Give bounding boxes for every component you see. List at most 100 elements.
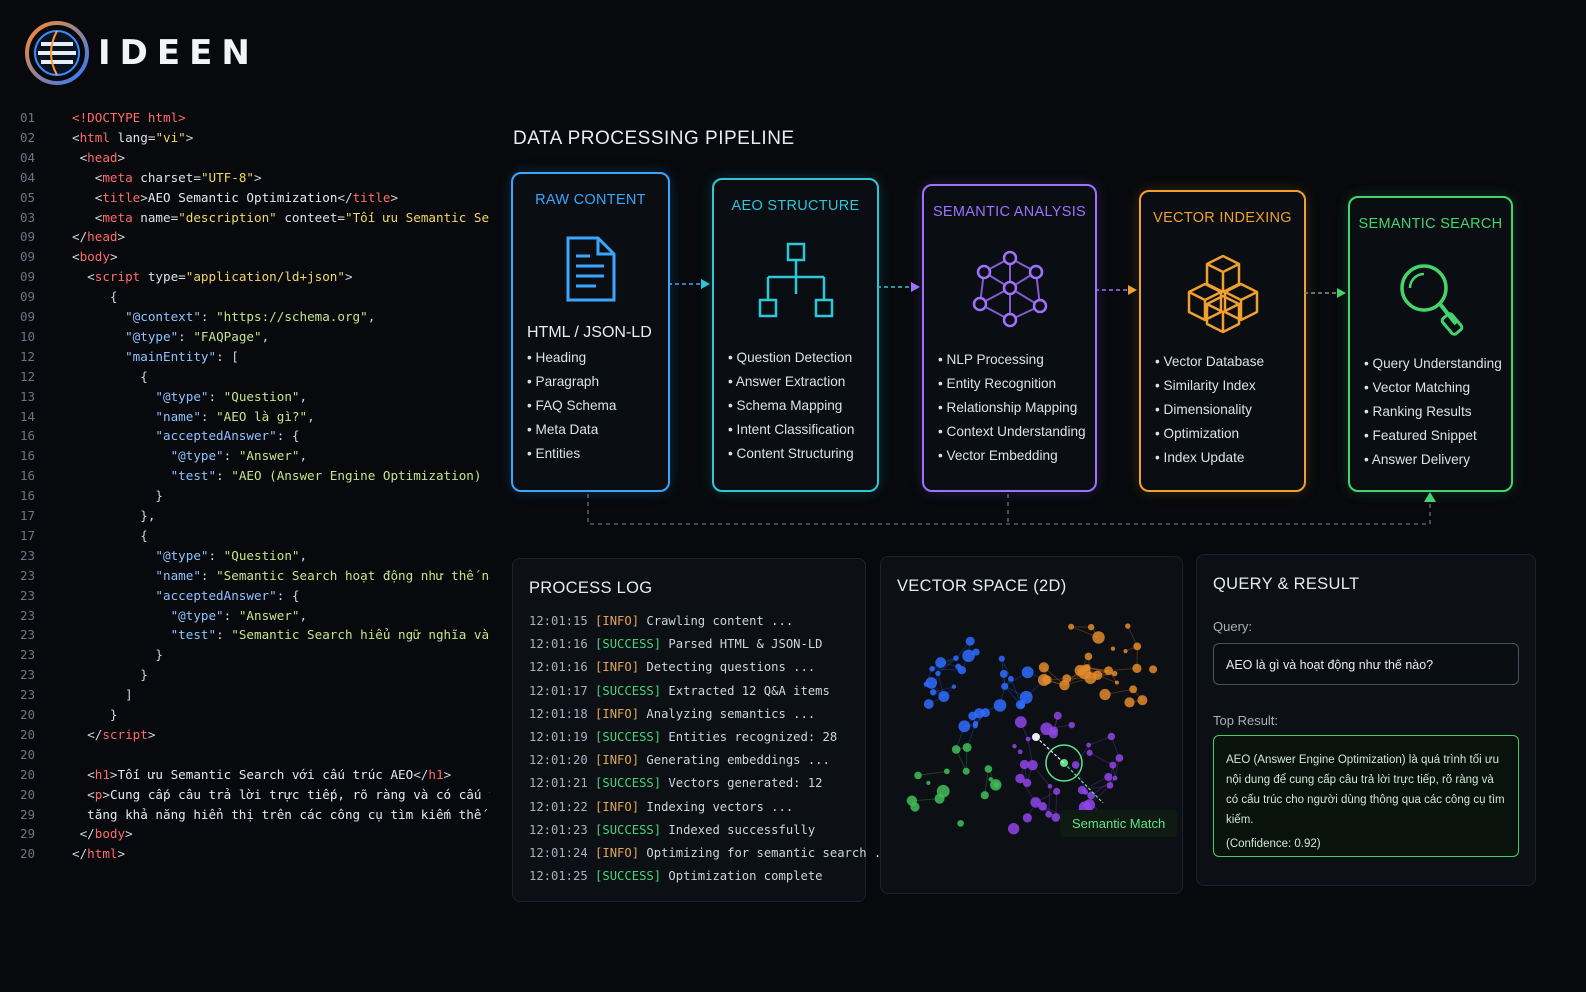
- log-time: 12:01:19: [529, 730, 588, 744]
- top-result-box: AEO (Answer Engine Optimization) là quá …: [1213, 735, 1519, 857]
- code-token: },: [72, 508, 156, 523]
- code-token: ,: [299, 388, 308, 404]
- log-message: Indexing vectors ...: [639, 799, 794, 814]
- code-token: >: [117, 846, 126, 862]
- line-number: 09: [20, 249, 36, 265]
- vector-point: [1053, 787, 1061, 795]
- vector-space-panel: VECTOR SPACE (2D): [880, 556, 1183, 894]
- pipeline-stage-search[interactable]: SEMANTIC SEARCHQuery UnderstandingVector…: [1348, 196, 1513, 492]
- code-line: 17 {: [20, 526, 490, 546]
- pipeline-stage-aeo[interactable]: AEO STRUCTUREQuestion DetectionAnswer Ex…: [712, 178, 879, 492]
- vector-point: [1109, 761, 1117, 769]
- vector-edge: [1081, 776, 1109, 791]
- stage-feature-item: Intent Classification: [728, 418, 855, 442]
- code-line: 09 "@context": "https://schema.org",: [20, 307, 490, 327]
- stage-features: Query UnderstandingVector MatchingRankin…: [1364, 352, 1502, 472]
- line-number: 16: [20, 448, 36, 464]
- code-token: "name": [72, 408, 201, 424]
- code-token: "description": [178, 209, 277, 225]
- code-token: script: [102, 726, 148, 742]
- code-token: {: [72, 527, 148, 543]
- log-time: 12:01:24: [529, 846, 588, 860]
- query-input[interactable]: AEO là gì và hoạt động như thế nào?: [1213, 643, 1519, 685]
- code-token: "@context": [72, 309, 201, 324]
- log-time: 12:01:16: [529, 637, 588, 652]
- line-number: 20: [20, 846, 36, 862]
- stage-features: Question DetectionAnswer ExtractionSchem…: [728, 346, 855, 466]
- code-editor[interactable]: 01<!DOCTYPE html>02<html lang="vi">04 <h…: [20, 100, 495, 900]
- line-number: 23: [20, 667, 36, 683]
- stage-feature-item: Dimensionality: [1155, 398, 1264, 422]
- vector-space-title: VECTOR SPACE (2D): [897, 577, 1067, 595]
- code-token: }: [72, 707, 118, 722]
- vector-point: [1030, 797, 1042, 808]
- log-entry: 12:01:24 [INFO] Optimizing for semantic …: [529, 843, 896, 863]
- code-token: conteet=: [276, 209, 346, 225]
- code-token: "Semantic Search hiểu ngữ nghĩa và ..: [231, 627, 490, 643]
- pipeline-stage-vec[interactable]: VECTOR INDEXINGVector DatabaseSimilarity…: [1139, 190, 1306, 492]
- code-token: lang=: [109, 129, 156, 145]
- stage-feature-item: Relationship Mapping: [938, 396, 1086, 420]
- vector-point: [1018, 702, 1025, 709]
- code-line: 09<body>: [20, 247, 490, 267]
- log-entry: 12:01:16 [SUCCESS] Parsed HTML & JSON-LD: [529, 634, 823, 654]
- code-line: 23 ]: [20, 685, 490, 705]
- code-line: 14 "name": "AEO là gì?",: [20, 407, 490, 427]
- globe-logo-icon: [25, 21, 89, 85]
- code-line: 20: [20, 745, 490, 765]
- code-token: :: [216, 468, 232, 484]
- stage-feature-item: Entities: [527, 442, 616, 466]
- log-message: Optimizing for semantic search ...: [639, 846, 896, 860]
- line-number: 17: [20, 508, 36, 523]
- code-token: <: [72, 169, 103, 185]
- code-line: 16 }: [20, 486, 490, 506]
- code-token: :: [208, 388, 224, 404]
- line-number: 29: [20, 806, 36, 822]
- vector-point: [1068, 721, 1075, 729]
- code-line: 03 <meta name="description" conteet="Tối…: [20, 208, 490, 228]
- vector-edge: [932, 668, 962, 671]
- pipeline-stage-sem[interactable]: SEMANTIC ANALYSISNLP ProcessingEntity Re…: [922, 184, 1097, 492]
- code-token: :: [200, 567, 217, 583]
- feedback-connector: [587, 492, 1436, 525]
- code-token: : [: [216, 348, 239, 364]
- vector-point: [980, 791, 989, 800]
- stage-feature-item: FAQ Schema: [527, 394, 617, 418]
- code-token: </: [337, 189, 353, 205]
- log-entry: 12:01:21 [SUCCESS] Vectors generated: 12: [529, 773, 823, 793]
- vector-point: [1071, 761, 1080, 769]
- log-message: Generating embeddings ...: [639, 753, 830, 768]
- code-token: <: [72, 209, 103, 225]
- code-token: meta: [102, 169, 133, 185]
- vector-point: [1086, 749, 1093, 756]
- vector-point: [1021, 666, 1034, 679]
- vector-point: [914, 771, 922, 780]
- stage-feature-item: Query Understanding: [1364, 352, 1502, 376]
- code-token: Tối ưu Semantic Search với cấu trúc AEO: [117, 766, 414, 782]
- log-message: Vectors generated: 12: [661, 776, 823, 791]
- vector-point: [1115, 754, 1124, 762]
- code-token: html: [79, 129, 110, 145]
- vector-point: [951, 745, 961, 754]
- vector-point: [1022, 778, 1032, 788]
- line-number: 16: [20, 468, 36, 484]
- code-token: <: [72, 786, 95, 802]
- code-token: type=: [140, 269, 186, 285]
- vector-edge: [1090, 777, 1116, 796]
- code-token: : {: [276, 428, 300, 444]
- code-line: 20 <h1>Tối ưu Semantic Search với cấu tr…: [20, 765, 490, 785]
- code-token: :: [200, 408, 217, 424]
- top-result-text: AEO (Answer Engine Optimization) là quá …: [1226, 754, 1505, 826]
- vector-point: [1082, 789, 1089, 795]
- log-time: 12:01:21: [529, 776, 588, 791]
- code-token: : {: [276, 587, 300, 603]
- code-token: "@type": [72, 607, 224, 623]
- vector-point: [1149, 665, 1158, 674]
- code-token: "UTF-8": [200, 169, 255, 185]
- code-token: Cung cấp câu trả lời trực tiếp, rõ ràng …: [109, 786, 490, 802]
- vector-point: [1125, 623, 1131, 629]
- vector-point: [993, 782, 1000, 788]
- query-result-title: QUERY & RESULT: [1213, 575, 1360, 593]
- code-token: <!DOCTYPE html>: [72, 110, 186, 125]
